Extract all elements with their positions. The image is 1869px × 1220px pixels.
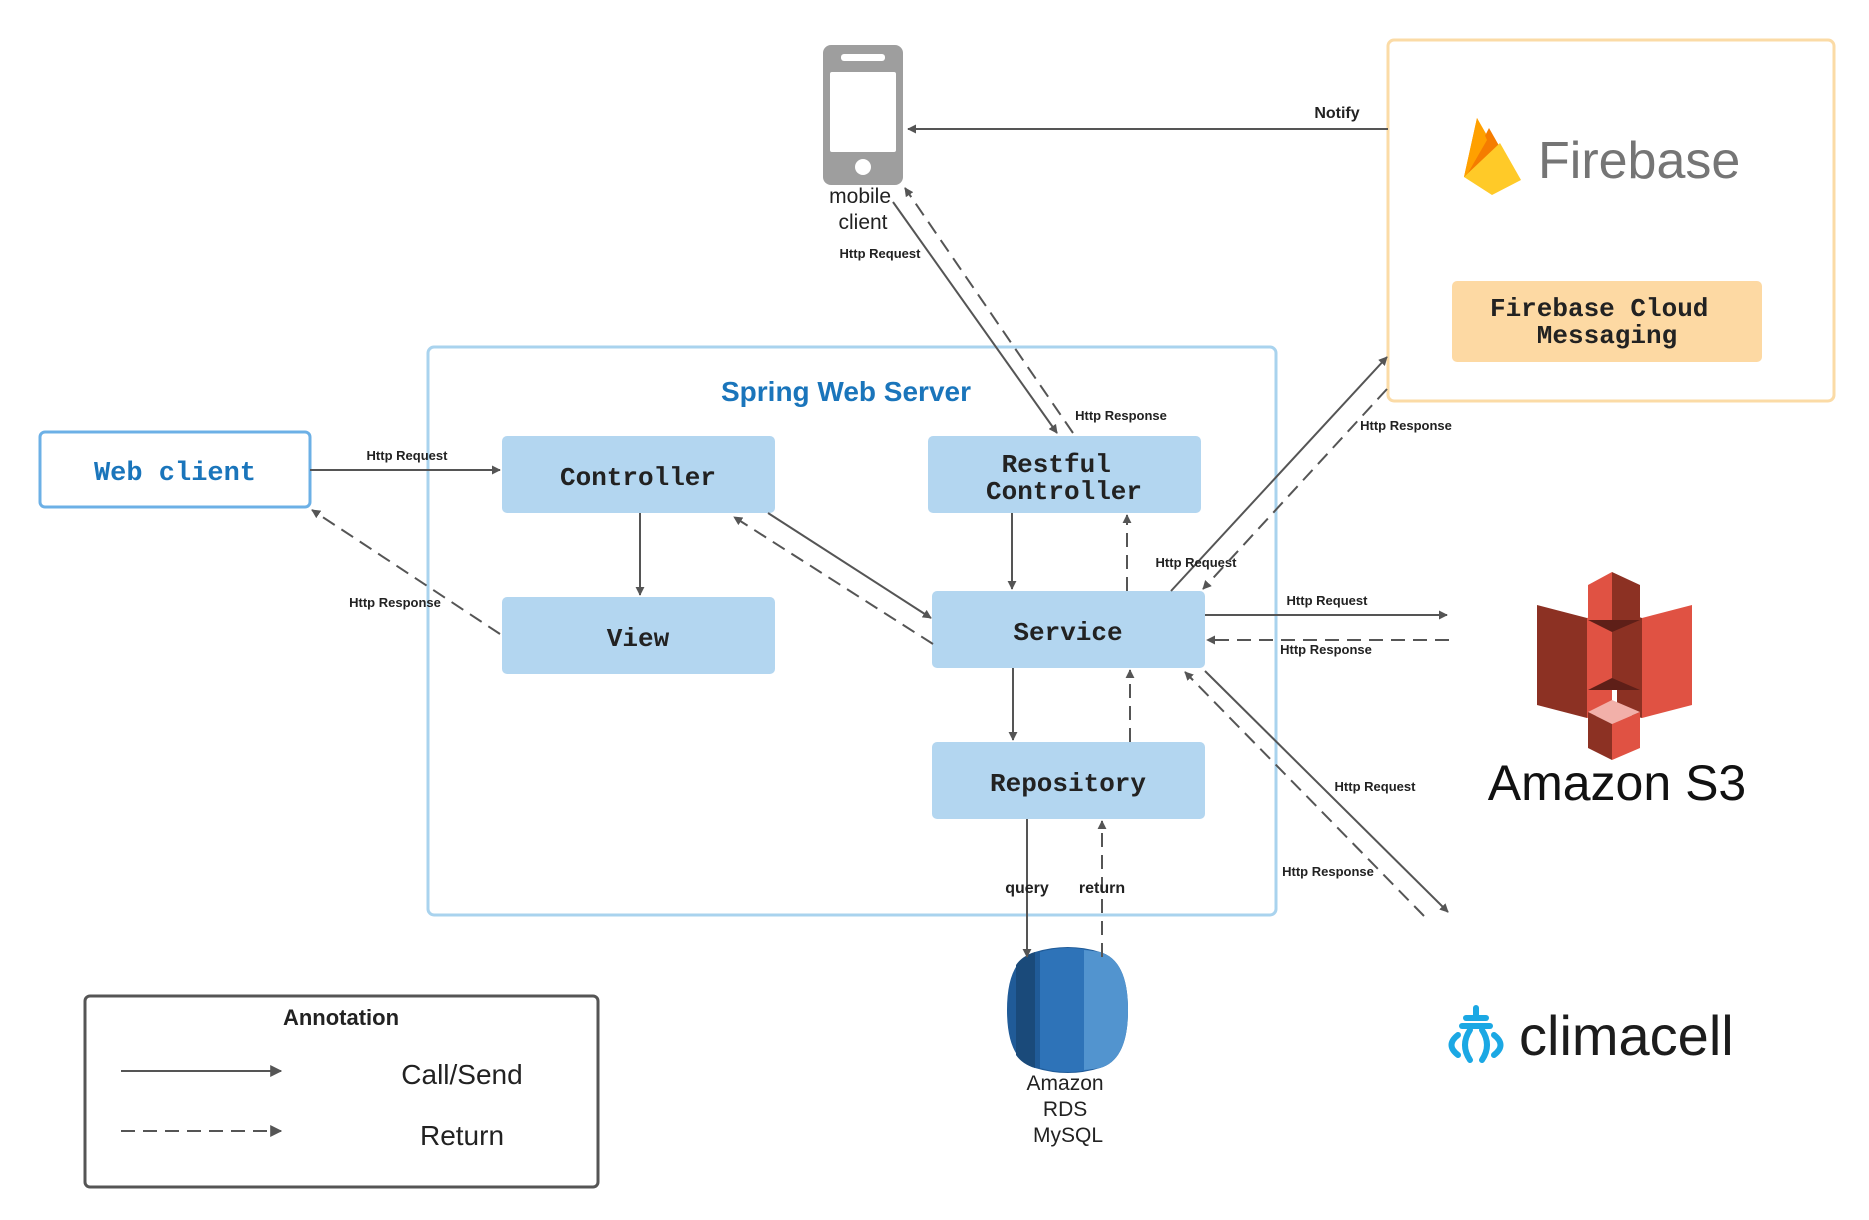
rds-label: Amazon RDS MySQL (1027, 1072, 1110, 1147)
climacell-logo-icon (1448, 1005, 1504, 1063)
edge-firebase-to-service (1202, 388, 1388, 590)
edge-label-notify: Notify (1314, 105, 1359, 122)
edge-service-to-climacell (1204, 670, 1449, 913)
edge-restful-to-mobile (904, 187, 1074, 434)
amazon-rds-database-icon (1007, 947, 1128, 1073)
restful-controller-label: Restful Controller (986, 450, 1142, 507)
fcm-label: Firebase Cloud Messaging (1490, 294, 1724, 351)
edge-label-climacell-response: Http Response (1282, 864, 1374, 879)
legend-title: Annotation (283, 1005, 399, 1030)
repository-box[interactable] (932, 742, 1205, 819)
edge-label-firebase-request: Http Request (1156, 555, 1238, 570)
climacell-logo-text: climacell (1519, 1004, 1734, 1067)
edge-label-firebase-response: Http Response (1360, 418, 1452, 433)
fcm-box[interactable] (1452, 281, 1762, 362)
view-box[interactable] (502, 597, 775, 674)
edge-label-climacell-request: Http Request (1335, 779, 1417, 794)
edge-label-return: return (1079, 880, 1125, 897)
edge-mobile-to-restful (892, 201, 1058, 434)
firebase-flame-icon (1464, 118, 1521, 195)
amazon-s3-bucket-icon (1537, 572, 1692, 760)
restful-controller-line-2: Controller (986, 477, 1142, 507)
edge-controller-to-service (767, 512, 932, 619)
legend-call-label: Call/Send (401, 1059, 522, 1090)
edge-label-mobile-request: Http Request (840, 246, 922, 261)
edge-label-web-request: Http Request (367, 448, 449, 463)
web-client-label: Web client (94, 459, 256, 489)
edge-service-to-controller (733, 516, 934, 645)
edge-label-web-response: Http Response (349, 595, 441, 610)
service-label: Service (1013, 618, 1122, 648)
spring-server-title: Spring Web Server (721, 376, 971, 407)
mobile-client-label: mobile client (829, 185, 897, 234)
spring-server-container (426, 345, 1278, 917)
restful-controller-line-1: Restful (1002, 450, 1111, 480)
edge-view-to-web (311, 509, 501, 635)
repository-label: Repository (990, 769, 1146, 799)
edge-label-query: query (1005, 880, 1049, 897)
edge-label-mobile-response: Http Response (1075, 408, 1167, 423)
firebase-logo-text: Firebase (1538, 132, 1740, 190)
controller-label: Controller (560, 463, 716, 493)
controller-box[interactable] (502, 436, 775, 513)
edge-climacell-to-service (1184, 671, 1425, 917)
amazon-s3-label: Amazon S3 (1488, 755, 1746, 811)
edge-service-to-firebase (1170, 356, 1388, 592)
legend-box (83, 994, 600, 1189)
edge-label-s3-response: Http Response (1280, 642, 1372, 657)
service-box[interactable] (932, 591, 1205, 668)
edge-label-s3-request: Http Request (1287, 593, 1369, 608)
view-label: View (607, 624, 670, 654)
smartphone-icon (823, 45, 903, 185)
legend-return-label: Return (420, 1120, 504, 1151)
restful-controller-box[interactable] (928, 436, 1201, 513)
